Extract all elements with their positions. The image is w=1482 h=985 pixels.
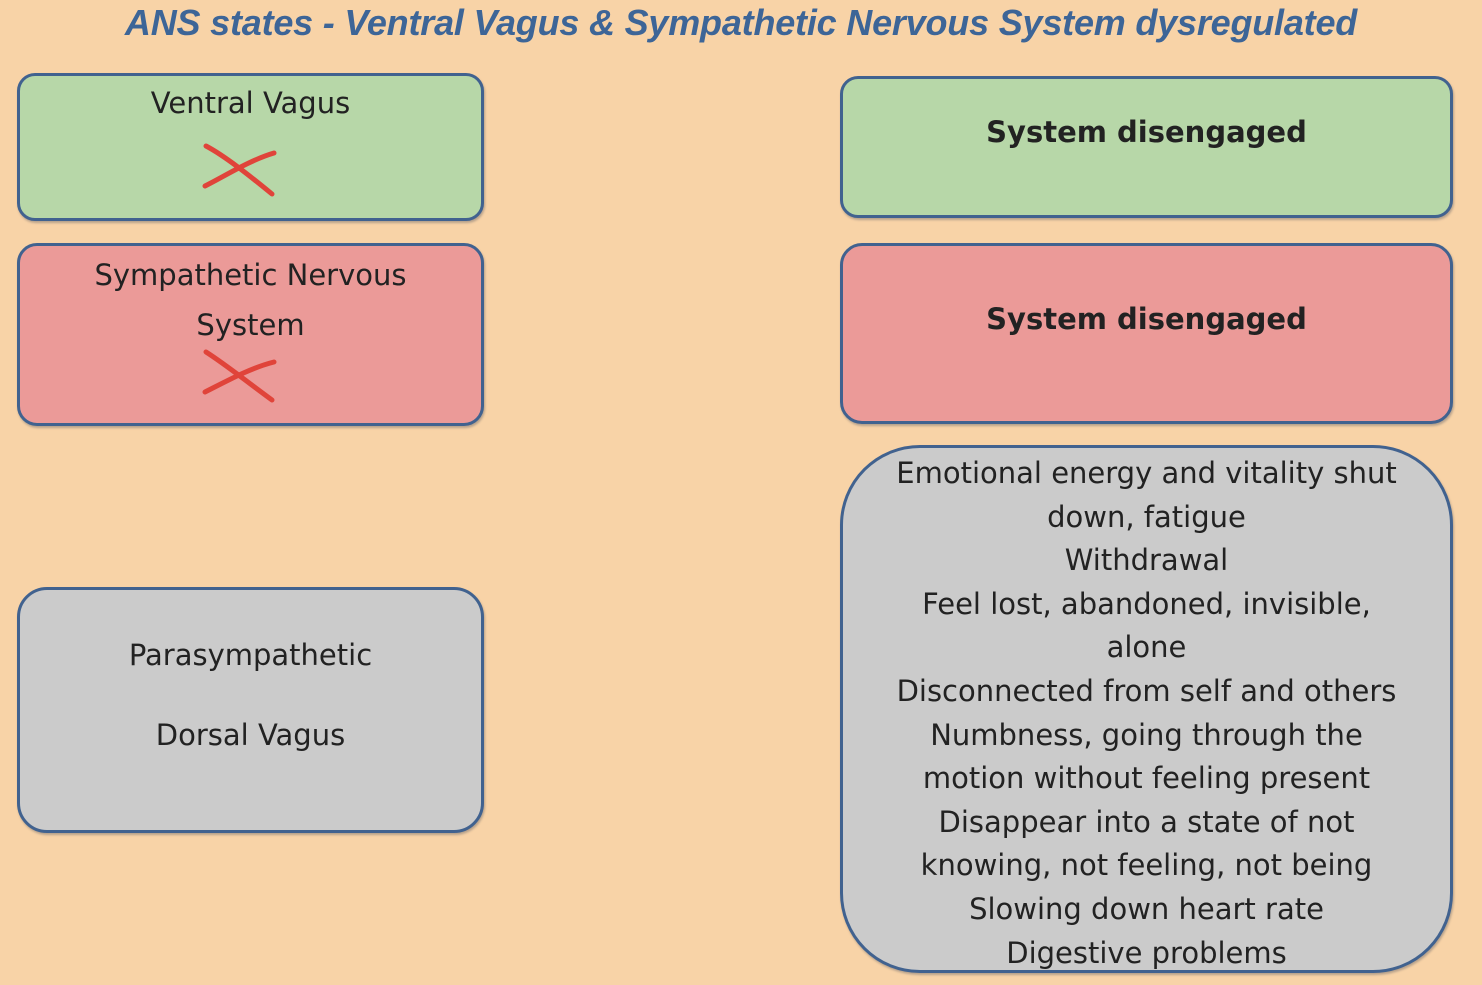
sympathetic-nervous-system-box: Sympathetic Nervous System (17, 243, 484, 426)
symptom-item: Disconnected from self and others (896, 673, 1397, 708)
ventral-vagus-label: Ventral Vagus (150, 86, 351, 120)
ventral-vagus-box: Ventral Vagus (17, 73, 484, 221)
symptom-item: Feel lost, abandoned, invisible, alone (922, 586, 1371, 665)
dorsal-vagus-label: Dorsal Vagus (155, 718, 346, 752)
dorsal-symptoms-list: Emotional energy and vitality shut down,… (843, 452, 1450, 975)
symptom-item: Emotional energy and vitality shut down,… (896, 456, 1397, 534)
sympathetic-label-line1: Sympathetic Nervous (94, 258, 407, 292)
symptom-item: Withdrawal (1064, 543, 1229, 578)
parasympathetic-label: Parasympathetic (128, 638, 373, 672)
dorsal-vagus-box: Parasympathetic Dorsal Vagus (17, 587, 484, 833)
ventral-state-label: System disengaged (986, 115, 1307, 149)
symptom-item: Digestive problems (1006, 935, 1287, 970)
cross-mark-icon (202, 143, 277, 197)
diagram-title: ANS states - Ventral Vagus & Sympathetic… (124, 2, 1358, 43)
cross-mark-icon (202, 349, 277, 403)
sympathetic-state-label: System disengaged (986, 302, 1307, 336)
sympathetic-label-line2: System (196, 308, 305, 342)
dorsal-symptoms-box: Emotional energy and vitality shut down,… (840, 445, 1453, 973)
symptom-item: Slowing down heart rate (969, 891, 1324, 926)
symptom-item: Disappear into a state of not knowing, n… (920, 804, 1373, 883)
symptom-item: Numbness, going through the motion witho… (922, 717, 1371, 796)
ventral-state-box: System disengaged (840, 76, 1453, 218)
sympathetic-state-box: System disengaged (840, 243, 1453, 424)
